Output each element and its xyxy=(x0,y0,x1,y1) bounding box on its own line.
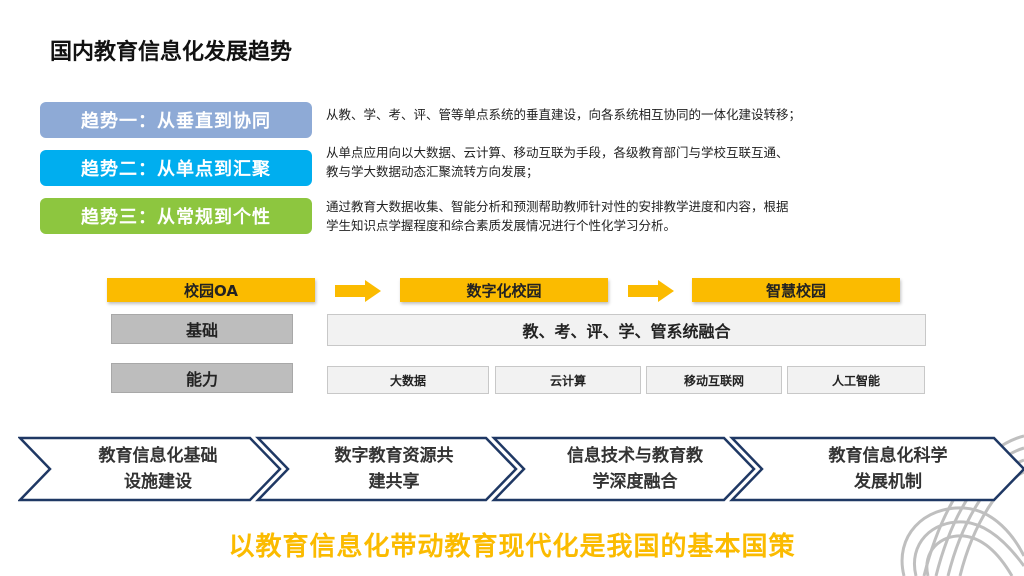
page-title: 国内教育信息化发展趋势 xyxy=(50,40,293,65)
capability-ai: 人工智能 xyxy=(787,366,925,394)
capability-cloud-computing: 云计算 xyxy=(495,366,641,394)
foundation-label: 基础 xyxy=(111,314,293,344)
chevron-step-3-line-1: 信息技术与教育教 xyxy=(567,446,703,466)
chevron-step-1-line-1: 教育信息化基础 xyxy=(98,446,218,466)
trend-3-description: 通过教育大数据收集、智能分析和预测帮助教师针对性的安排教学进度和内容，根据 学生… xyxy=(326,197,976,235)
trend-2-desc-line-1: 从单点应用向以大数据、云计算、移动互联为手段，各级教育部门与学校互联互通、 xyxy=(326,145,789,160)
chevron-step-2: 数字教育资源共 建共享 xyxy=(294,436,494,502)
trend-1-badge: 趋势一：从垂直到协同 xyxy=(40,102,312,138)
trend-3-badge: 趋势三：从常规到个性 xyxy=(40,198,312,234)
foundation-content: 教、考、评、学、管系统融合 xyxy=(327,314,926,346)
chevron-step-3-line-2: 学深度融合 xyxy=(592,472,678,492)
trend-3-desc-line-2: 学生知识点学握程度和综合素质发展情况进行个性化学习分析。 xyxy=(326,218,677,233)
chevron-step-4-line-2: 发展机制 xyxy=(854,472,922,492)
trend-3-desc-line-1: 通过教育大数据收集、智能分析和预测帮助教师针对性的安排教学进度和内容，根据 xyxy=(326,199,789,214)
arrow-right-icon xyxy=(335,280,381,302)
chevron-step-2-line-2: 建共享 xyxy=(368,472,420,492)
trend-1-description: 从教、学、考、评、管等单点系统的垂直建设，向各系统相互协同的一体化建设转移； xyxy=(326,105,976,124)
trend-2-badge: 趋势二：从单点到汇聚 xyxy=(40,150,312,186)
capability-label: 能力 xyxy=(111,363,293,393)
chevron-process: 教育信息化基础 设施建设 数字教育资源共 建共享 信息技术与教育教 学深度融合 … xyxy=(18,436,1024,502)
trend-2-description: 从单点应用向以大数据、云计算、移动互联为手段，各级教育部门与学校互联互通、 教与… xyxy=(326,143,976,181)
chevron-step-3: 信息技术与教育教 学深度融合 xyxy=(530,436,740,502)
slogan: 以教育信息化带动教育现代化是我国的基本国策 xyxy=(228,532,796,562)
chevron-step-2-line-1: 数字教育资源共 xyxy=(334,446,454,466)
capability-mobile-internet: 移动互联网 xyxy=(646,366,782,394)
stage-smart-campus: 智慧校园 xyxy=(692,278,900,302)
arrow-right-icon xyxy=(628,280,674,302)
chevron-step-4: 教育信息化科学 发展机制 xyxy=(778,436,998,502)
capability-big-data: 大数据 xyxy=(327,366,489,394)
stage-digital-campus: 数字化校园 xyxy=(400,278,608,302)
trend-2-desc-line-2: 教与学大数据动态汇聚流转方向发展； xyxy=(326,164,539,179)
chevron-step-1: 教育信息化基础 设施建设 xyxy=(58,436,258,502)
stage-campus-oa: 校园OA xyxy=(107,278,315,302)
chevron-step-4-line-1: 教育信息化科学 xyxy=(828,446,948,466)
trend-1-desc-line-1: 从教、学、考、评、管等单点系统的垂直建设，向各系统相互协同的一体化建设转移； xyxy=(326,107,802,122)
chevron-step-1-line-2: 设施建设 xyxy=(124,472,192,492)
